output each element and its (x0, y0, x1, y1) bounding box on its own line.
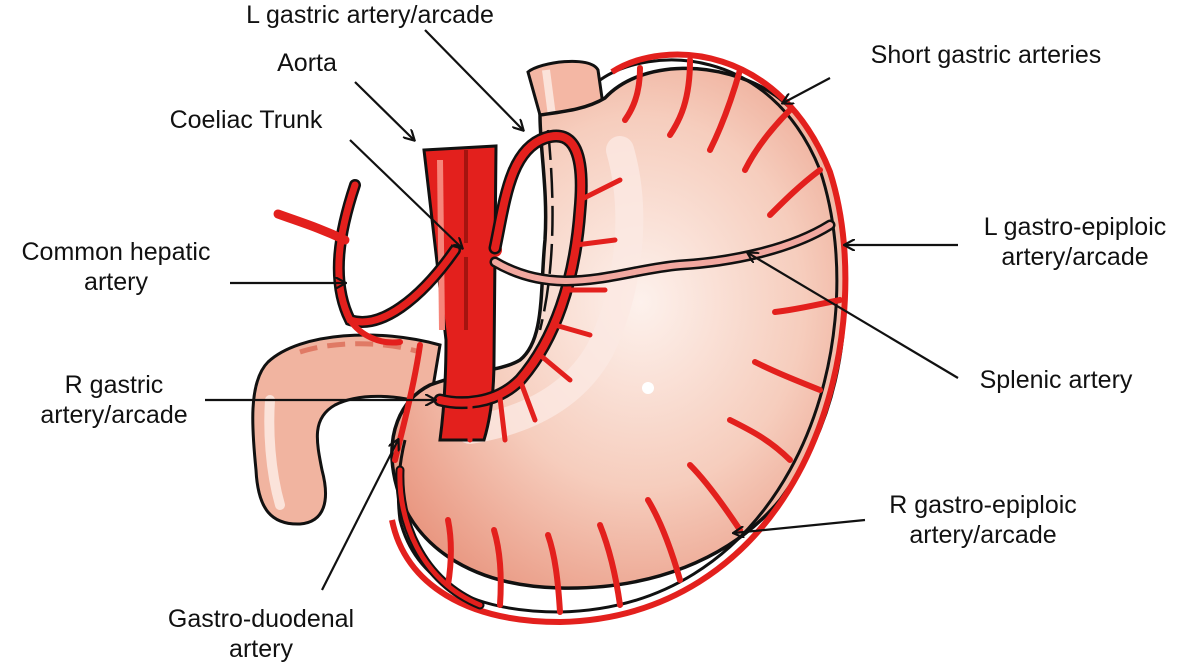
greater-curvature-arcade (389, 51, 849, 626)
pointer-short-gastric (783, 77, 831, 103)
pointer-gastroduodenal (321, 440, 398, 591)
aorta-vessel (422, 144, 498, 442)
label-aorta: Aorta (277, 49, 337, 77)
pointer-l-gastric (424, 29, 523, 130)
arteries (273, 57, 843, 615)
pointer-lines (205, 29, 959, 591)
pointer-aorta (354, 81, 414, 140)
pointer-splenic (748, 253, 959, 379)
stomach (390, 66, 847, 590)
label-coeliac-trunk: Coeliac Trunk (169, 106, 323, 134)
label-r-gastro-epiploic-artery: R gastro-epiploic artery/arcade (889, 491, 1077, 549)
label-common-hepatic-artery: Common hepatic artery (21, 238, 211, 296)
duodenum (251, 333, 442, 526)
label-l-gastric-artery: L gastric artery/arcade (246, 1, 494, 29)
label-r-gastric-artery: R gastric artery/arcade (40, 371, 188, 429)
label-splenic-artery: Splenic artery (979, 366, 1133, 394)
label-l-gastro-epiploic-artery: L gastro-epiploic artery/arcade (983, 213, 1167, 271)
label-short-gastric-arteries: Short gastric arteries (870, 41, 1102, 69)
pointer-coeliac (349, 139, 462, 248)
label-gastro-duodenal-artery: Gastro-duodenal artery (167, 605, 355, 663)
pointer-r-gastroepiploic (734, 518, 866, 533)
